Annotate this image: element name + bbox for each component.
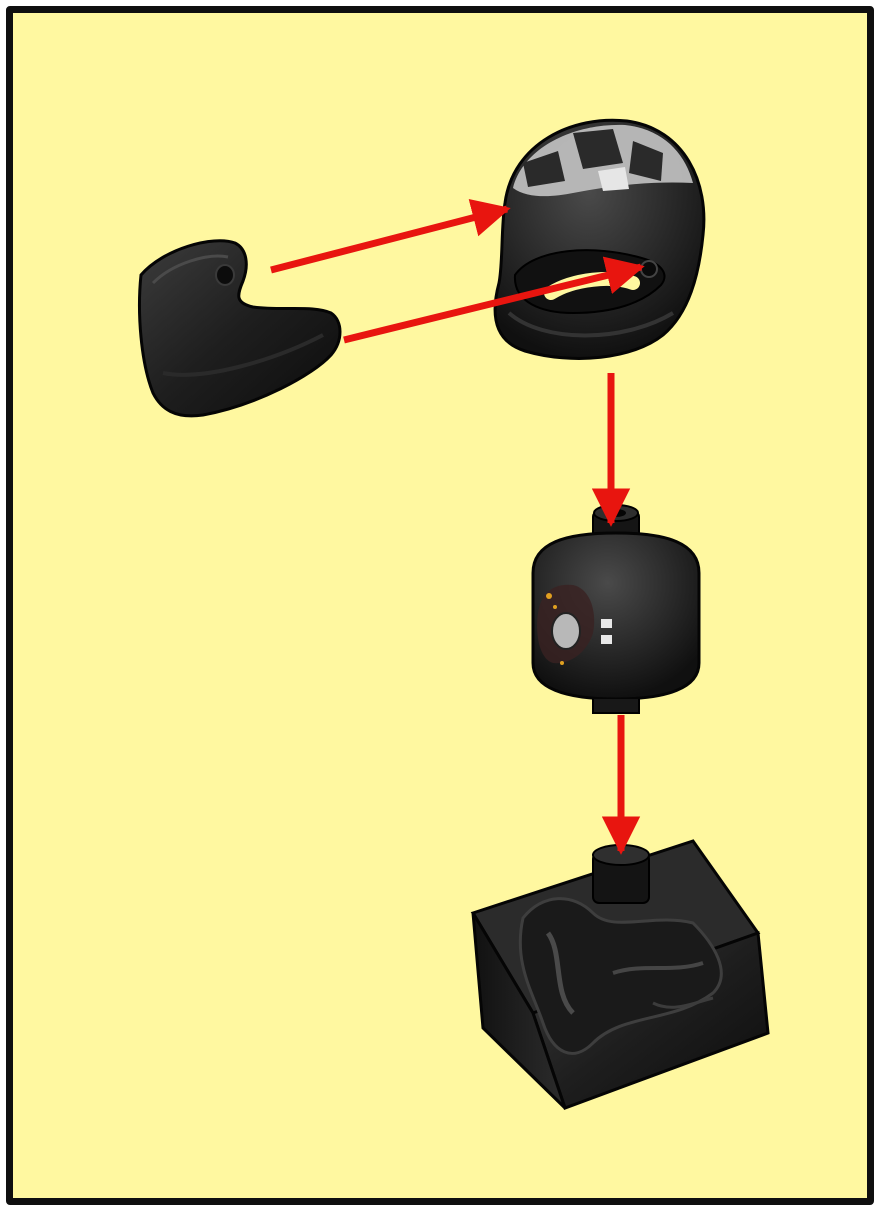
helmet-icon [495, 120, 704, 358]
assembly-diagram [13, 13, 867, 1198]
minifig-head-icon [533, 505, 699, 713]
arrow-visor-to-helmet-upper [271, 209, 507, 270]
minifig-torso-icon [473, 841, 768, 1108]
instruction-panel [6, 6, 874, 1205]
helmet-visor-icon [140, 241, 341, 416]
